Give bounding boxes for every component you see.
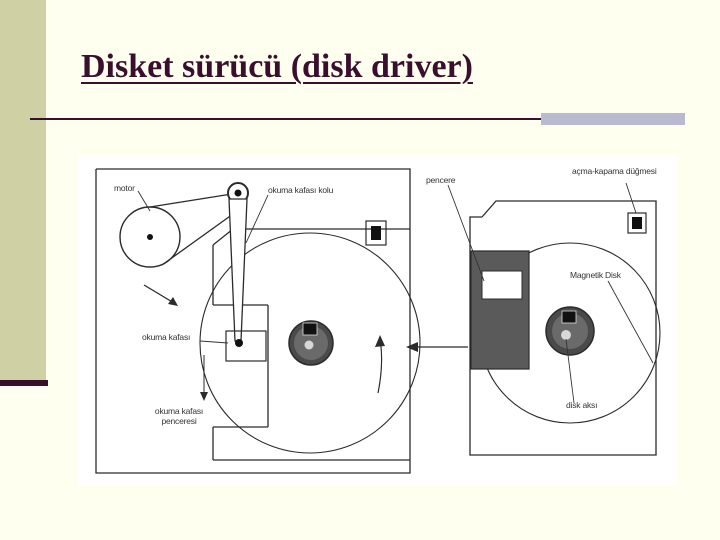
diagram-drawing [95,168,661,474]
label-head-window-line1: okuma kafası [154,406,204,416]
head-window [225,330,267,362]
label-read-head: okuma kafası [142,332,191,342]
decorative-sidebar [0,0,46,382]
head-arm [228,198,248,342]
title-divider-accent [541,113,685,125]
label-motor: motor [114,183,135,193]
title-divider [30,118,542,120]
drive-housing [95,168,411,474]
label-switch: açma-kapama düğmesi [572,166,657,176]
disk-drive-diagram: motor okuma kafası kolu okuma kafası oku… [78,155,677,485]
label-magnetic-disk: Magnetik Disk [570,270,621,280]
label-head-window-line2: penceresi [161,415,197,426]
label-window: pencere [426,175,456,185]
slide-title: Disket sürücü (disk driver) [81,48,473,85]
label-disk-axis: disk aksı [566,400,598,410]
decorative-sidebar-cap [0,380,48,386]
label-head-arm: okuma kafası kolu [268,185,334,195]
label-head-window: okuma kafası penceresi [144,406,214,427]
drive-disk-outline [199,232,421,454]
